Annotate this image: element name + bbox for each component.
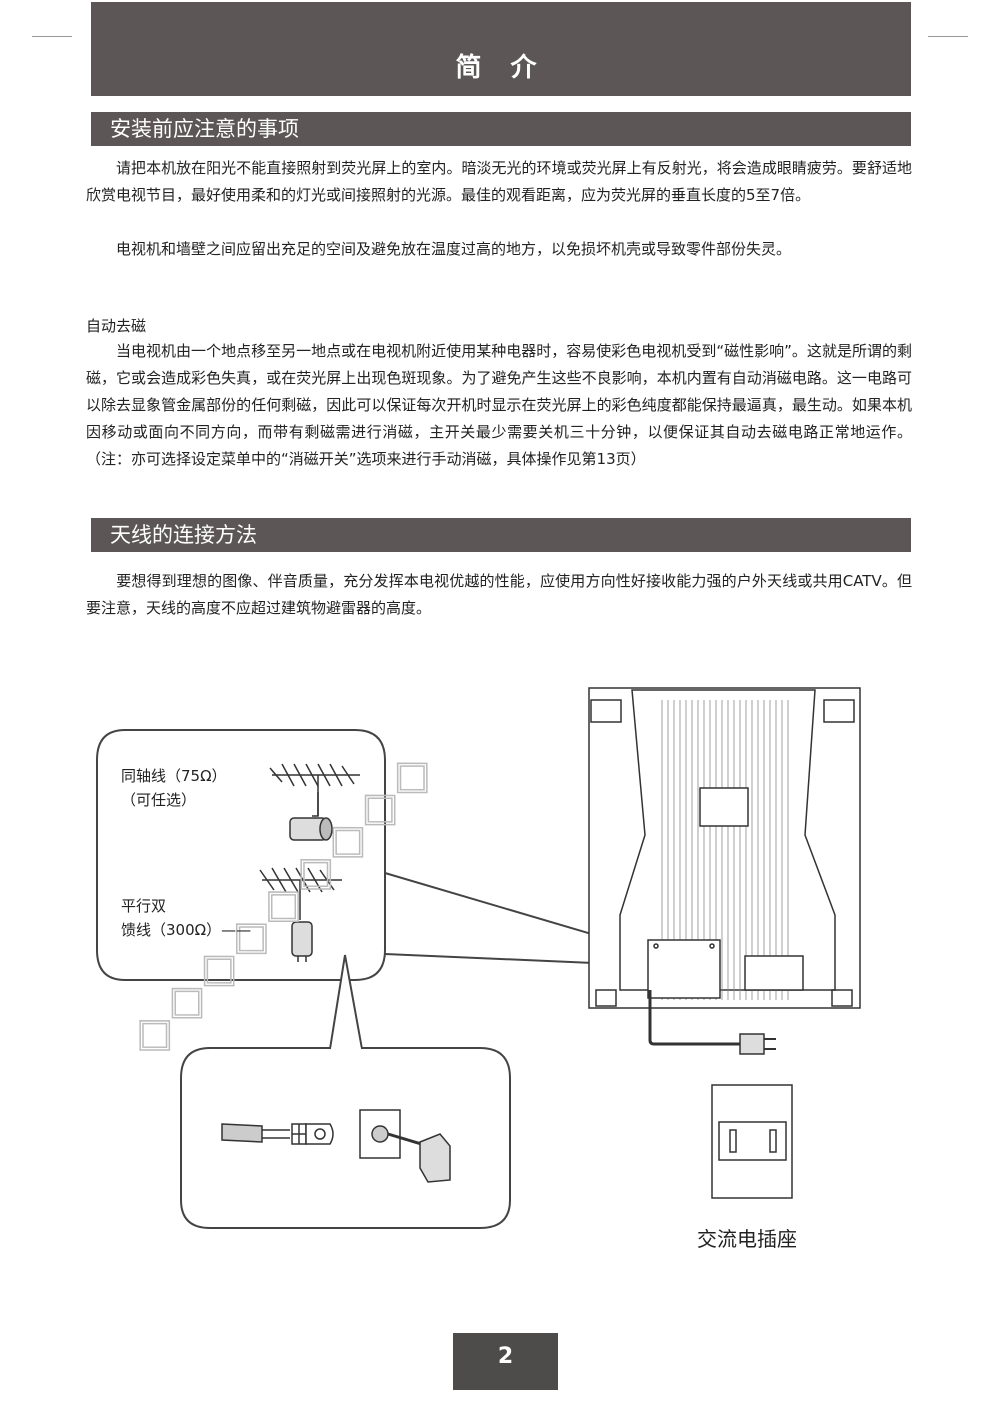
- crop-mark-right: [928, 36, 968, 37]
- twin-lead-label-2: 馈线（300Ω）——: [121, 921, 252, 939]
- tv-rear-panel-icon: [588, 687, 861, 1055]
- page-title-bar: 简 介: [91, 2, 911, 96]
- ac-outlet-label: 交流电插座: [697, 1227, 797, 1251]
- degauss-paragraph: 当电视机由一个地点移至另一地点或在电视机附近使用某种电器时，容易使彩色电视机受到…: [86, 342, 912, 468]
- twin-lead-label-1: 平行双: [121, 897, 167, 915]
- page-title: 简 介: [455, 53, 547, 83]
- ac-outlet-icon: [711, 1084, 793, 1199]
- section-heading-bar-installation: 安装前应注意的事项: [91, 112, 911, 146]
- page-number-box: 2: [453, 1333, 558, 1390]
- installation-paragraph-2: 电视机和墙壁之间应留出充足的空间及避免放在温度过高的地方，以免损坏机壳或导致零件…: [86, 240, 792, 258]
- coax-antenna-icon: [269, 763, 360, 841]
- twin-lead-connector-icon: [221, 1123, 334, 1145]
- degauss-subheading: 自动去磁: [86, 317, 147, 335]
- connector-callout-box: [180, 1047, 511, 1229]
- coax-label-2: （可任选）: [121, 791, 197, 809]
- twin-lead-antenna-icon: [259, 867, 342, 962]
- section-heading-installation: 安装前应注意的事项: [110, 117, 299, 141]
- coax-wall-socket-icon: [359, 1109, 451, 1183]
- installation-paragraph-1: 请把本机放在阳光不能直接照射到荧光屏上的室内。暗淡无光的环境或荧光屏上有反射光，…: [86, 159, 912, 204]
- callout-pointer: [329, 954, 363, 1050]
- crop-mark-left: [32, 36, 72, 37]
- coax-label-1: 同轴线（75Ω）: [121, 767, 227, 785]
- section-heading-bar-antenna: 天线的连接方法: [91, 518, 911, 552]
- section-heading-antenna: 天线的连接方法: [110, 523, 257, 547]
- page-number: 2: [497, 1344, 514, 1369]
- antenna-callout-box: [96, 729, 386, 981]
- antenna-paragraph: 要想得到理想的图像、伴音质量，充分发挥本电视优越的性能，应使用方向性好接收能力强…: [86, 572, 912, 617]
